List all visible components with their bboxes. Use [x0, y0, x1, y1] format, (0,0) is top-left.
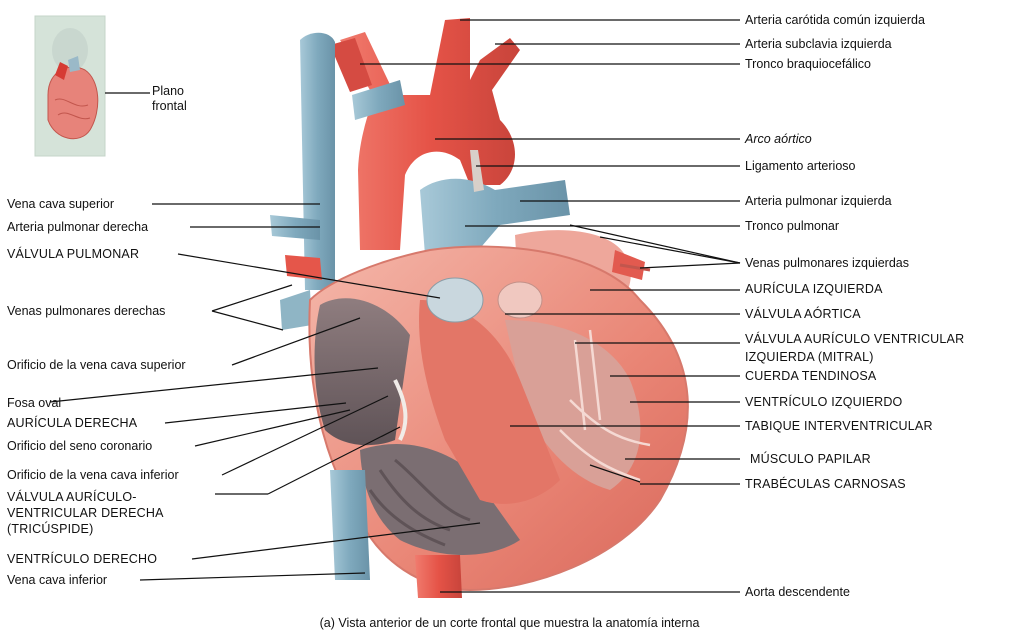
label-left-subclavian-artery: Arteria subclavia izquierda: [745, 37, 892, 51]
figure-caption: (a) Vista anterior de un corte frontal q…: [319, 616, 700, 630]
label-inferior-vena-cava: Vena cava inferior: [7, 573, 108, 587]
label-left-pulmonary-artery: Arteria pulmonar izquierda: [745, 194, 892, 208]
label-mitral-valve: VÁLVULA AURÍCULO VENTRICULAR IZQUIERDA (…: [745, 332, 965, 364]
label-descending-aorta: Aorta descendente: [745, 585, 850, 599]
heart-body: [308, 245, 689, 592]
label-left-pulmonary-veins: Venas pulmonares izquierdas: [745, 256, 909, 270]
label-right-atrium: AURÍCULA DERECHA: [7, 416, 138, 430]
label-pulmonary-valve: VÁLVULA PULMONAR: [7, 247, 140, 261]
label-right-ventricle: VENTRÍCULO DERECHO: [7, 552, 158, 566]
label-superior-vena-cava-opening: Orificio de la vena cava superior: [7, 358, 186, 372]
inferior-vena-cava: [330, 470, 370, 580]
left-leader-lines: [49, 203, 481, 581]
label-interventricular-septum: TABIQUE INTERVENTRICULAR: [745, 419, 933, 433]
label-superior-vena-cava: Vena cava superior: [7, 197, 115, 211]
pulmonary-trunk: [420, 150, 570, 260]
frontal-plane-inset: [34, 15, 106, 157]
right-leader-lines: [360, 19, 741, 593]
label-left-atrium: AURÍCULA IZQUIERDA: [745, 282, 883, 296]
label-brachiocephalic-trunk: Tronco braquiocefálico: [745, 57, 871, 71]
descending-aorta: [415, 555, 462, 598]
label-fossa-ovalis: Fosa oval: [7, 396, 62, 410]
label-coronary-sinus-opening: Orificio del seno coronario: [7, 439, 153, 453]
label-chordae-tendineae: CUERDA TENDINOSA: [745, 369, 877, 383]
label-right-pulmonary-artery: Arteria pulmonar derecha: [7, 220, 149, 234]
label-pulmonary-trunk: Tronco pulmonar: [745, 219, 840, 233]
aortic-arch: [330, 18, 520, 250]
label-tricuspid-valve: VÁLVULA AURÍCULO- VENTRICULAR DERECHA (T…: [7, 490, 164, 536]
right-pulmonary-artery-branch: [285, 255, 322, 280]
label-aortic-arch: Arco aórtico: [745, 132, 812, 146]
label-trabeculae-carneae: TRABÉCULAS CARNOSAS: [745, 477, 906, 491]
label-left-ventricle: VENTRÍCULO IZQUIERDO: [745, 395, 903, 409]
label-right-pulmonary-veins: Venas pulmonares derechas: [7, 304, 166, 318]
label-aortic-valve: VÁLVULA AÓRTICA: [745, 307, 861, 321]
label-ligamentum-arteriosum: Ligamento arterioso: [745, 159, 856, 173]
label-papillary-muscle: MÚSCULO PAPILAR: [750, 452, 871, 466]
label-left-common-carotid-artery: Arteria carótida común izquierda: [745, 13, 925, 27]
superior-vena-cava: [270, 32, 405, 330]
label-inferior-vena-cava-opening: Orificio de la vena cava inferior: [7, 468, 179, 482]
frontal-plane-label: Plano frontal: [152, 84, 187, 113]
